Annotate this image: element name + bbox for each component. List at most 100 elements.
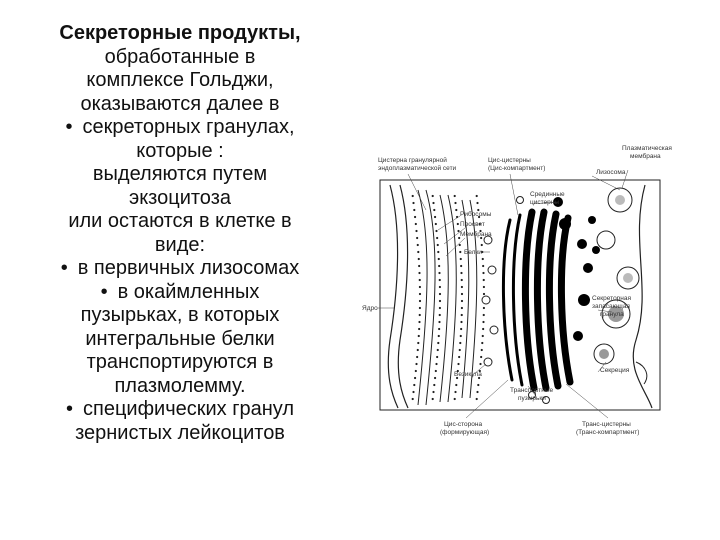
text-line: зернистых лейкоцитов — [75, 421, 285, 444]
ribosome-dot — [438, 313, 441, 317]
ribosome-dot — [438, 327, 441, 331]
ribosome-dot — [482, 285, 486, 289]
text-line: которые : — [136, 139, 224, 162]
secretion-pore — [635, 361, 648, 385]
ribosome-dot — [458, 348, 461, 352]
ribosome-dot — [411, 194, 414, 198]
label-transport-vesicles: Транспортные — [510, 387, 554, 394]
granule-core — [599, 349, 609, 359]
ribosome-dot — [418, 320, 421, 324]
lysosome-content — [623, 273, 633, 283]
label-secretory-granule: Секреторная — [592, 295, 632, 302]
ribosome-dot — [418, 264, 421, 268]
ribosome-dot — [433, 376, 437, 380]
ribosome-dot — [476, 390, 479, 394]
label-secretion: Секреция — [600, 367, 630, 374]
ribosome-dot — [482, 292, 486, 296]
bullet-item: в окаймленных — [10, 281, 350, 305]
ribosome-dot — [460, 313, 463, 317]
ribosome-dot — [418, 271, 421, 275]
ribosome-dot — [438, 271, 441, 275]
ribosome-dot — [460, 320, 463, 324]
ribosome-dot — [460, 285, 464, 289]
bullet-item: специфических гранул — [10, 398, 350, 422]
text-line: транспортируются в — [86, 351, 274, 373]
ribosome-dot — [413, 376, 417, 380]
ribosome-dot — [481, 334, 484, 338]
golgi-diagram: Цистерна гранулярной эндоплазматической … — [362, 145, 672, 436]
ribosome-dot — [432, 390, 435, 394]
ribosome-dot — [413, 383, 416, 387]
ribosome-dot — [413, 208, 416, 212]
ribosome-dot — [457, 362, 460, 366]
ribosome-dot — [453, 194, 456, 198]
nucleus-envelope-inner — [397, 184, 409, 409]
text-line: обработанные в — [104, 45, 256, 68]
label-vesicle: Везикула — [454, 371, 482, 378]
ribosome-dot — [460, 271, 463, 275]
ribosome-dot — [460, 264, 463, 268]
ribosome-dot — [437, 257, 440, 261]
ribosome-dot — [434, 222, 437, 226]
ribosome-dot — [432, 201, 435, 205]
ribosome-dot — [418, 327, 421, 331]
ribosome-dot — [480, 243, 483, 247]
label-nucleus: Ядро — [362, 305, 378, 312]
ribosome-dot — [457, 229, 460, 233]
ribosome-dot — [482, 271, 485, 275]
text-line: или остаются в клетке в — [68, 210, 292, 232]
ribosome-dot — [436, 348, 439, 352]
granule-core — [608, 306, 624, 322]
ribosome-dot — [438, 278, 441, 282]
ribosome-dot — [477, 208, 480, 212]
ribosome-dot — [416, 236, 419, 240]
ribosome-dot — [454, 390, 457, 394]
ribosome-dot — [437, 334, 440, 338]
ribosome-dot — [458, 355, 461, 359]
ribosome-dot — [418, 313, 421, 317]
ribosome-dot — [418, 278, 421, 282]
ribosome-dot — [437, 250, 440, 254]
ribosome-dot — [458, 236, 461, 240]
ribosome-dot — [417, 334, 420, 338]
ribosome-dot — [436, 243, 439, 247]
nucleus-envelope — [387, 184, 399, 409]
ribosome-dot — [438, 292, 442, 296]
ribosome-dot — [438, 306, 442, 310]
ribosome-dot — [478, 369, 481, 373]
ribosome-dot — [479, 229, 482, 233]
label-er-cistern: эндоплазматической сети — [378, 164, 457, 172]
label-transport-vesicles: пузырьки — [518, 395, 546, 402]
label-ribosomes: Рибосомы — [460, 210, 492, 218]
ribosome-dot — [454, 201, 457, 205]
ribosome-dot — [436, 236, 439, 240]
leader-lines — [378, 169, 629, 419]
ribosome-dot — [482, 264, 485, 268]
ribosome-dot — [433, 383, 436, 387]
ribosome-dot — [455, 383, 458, 387]
label-plasma-membrane: Плазматическая — [622, 145, 672, 152]
ribosome-dot — [412, 201, 415, 205]
ribosome-dot — [481, 257, 484, 261]
secretory-granules — [553, 197, 600, 341]
label-membrane: Мембрана — [460, 230, 492, 238]
ribosome-dot — [435, 229, 438, 233]
label-medial-cisterns: цистерны — [530, 199, 559, 206]
ribosome-dot — [460, 278, 463, 282]
ribosome-dot — [412, 390, 415, 394]
label-secretory-granule: гранула — [600, 311, 624, 318]
ribosome-dot — [414, 369, 417, 373]
title: Секреторные продукты, — [59, 22, 301, 44]
label-plasma-membrane: мембрана — [630, 152, 661, 160]
ribosome-dot — [411, 397, 414, 401]
ribosome-dot — [416, 355, 419, 359]
ribosome-dot — [417, 257, 420, 261]
label-cis-cisterns: (Цис-компартмент) — [488, 165, 545, 172]
ribosome-dot — [413, 215, 417, 219]
text-line: оказываются далее в — [80, 92, 280, 115]
slide-text: Секреторные продукты, обработанные в ком… — [10, 22, 350, 445]
ribosome-dot — [456, 369, 459, 373]
golgi-stack — [501, 208, 574, 392]
ribosome-dot — [480, 236, 483, 240]
ribosome-dot — [460, 327, 463, 331]
